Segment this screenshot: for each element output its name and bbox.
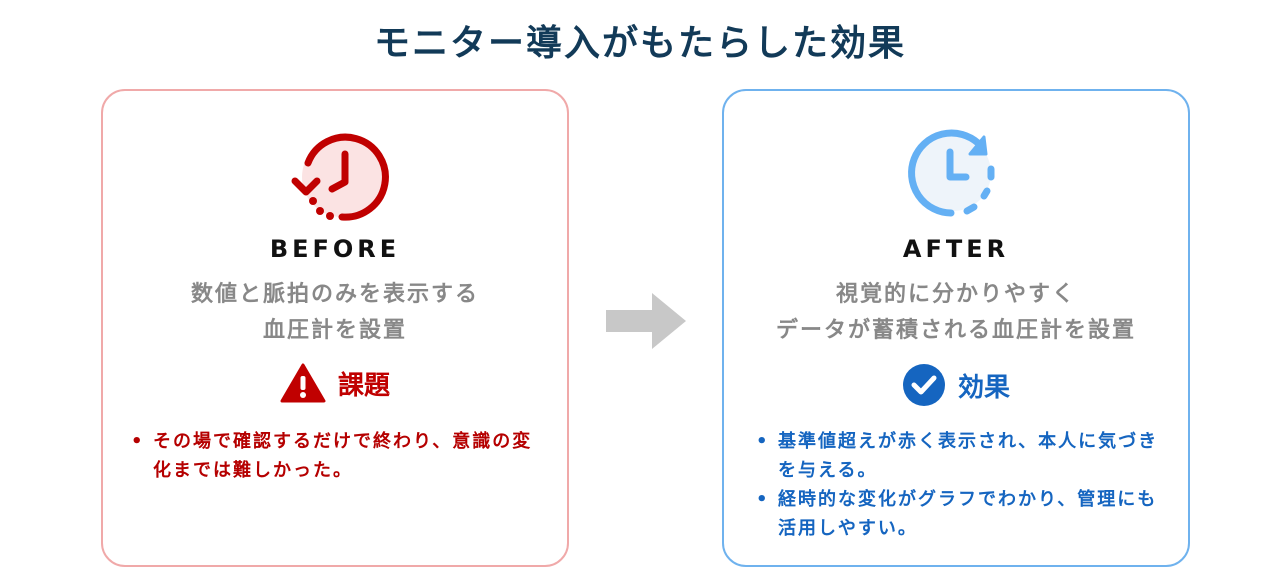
issue-list: その場で確認するだけで終わり、意識の変化までは難しかった。 xyxy=(131,427,547,485)
desc-line: 視覚的に分かりやすく xyxy=(835,282,1076,307)
effect-heading: 効果 xyxy=(724,363,1188,407)
list-item: 経時的な変化がグラフでわかり、管理にも活用しやすい。 xyxy=(756,485,1168,543)
clock-forward-icon xyxy=(908,129,995,217)
desc-line: 血圧計を設置 xyxy=(262,318,407,343)
issue-heading-text: 課題 xyxy=(337,370,390,401)
right-arrow-icon xyxy=(606,293,686,349)
warning-icon xyxy=(280,363,326,403)
check-circle-icon xyxy=(902,364,945,406)
before-description: 数値と脈拍のみを表示する 血圧計を設置 xyxy=(103,277,567,349)
before-card: BEFORE 数値と脈拍のみを表示する 血圧計を設置 課題 その場で確認するだけ… xyxy=(101,89,569,567)
after-description: 視覚的に分かりやすく データが蓄積される血圧計を設置 xyxy=(724,277,1188,349)
clock-rewind-icon xyxy=(291,133,389,221)
after-card: AFTER 視覚的に分かりやすく データが蓄積される血圧計を設置 効果 基準値超… xyxy=(722,89,1190,567)
desc-line: データが蓄積される血圧計を設置 xyxy=(775,318,1136,343)
page-title: モニター導入がもたらした効果 xyxy=(373,23,906,64)
after-label: AFTER xyxy=(902,235,1010,263)
list-item: その場で確認するだけで終わり、意識の変化までは難しかった。 xyxy=(131,427,547,485)
desc-line: 数値と脈拍のみを表示する xyxy=(190,282,479,307)
issue-heading: 課題 xyxy=(103,363,567,403)
effect-heading-text: 効果 xyxy=(957,372,1010,403)
effect-list: 基準値超えが赤く表示され、本人に気づきを与える。 経時的な変化がグラフでわかり、… xyxy=(756,427,1168,543)
before-label: BEFORE xyxy=(269,235,401,263)
list-item: 基準値超えが赤く表示され、本人に気づきを与える。 xyxy=(756,427,1168,485)
